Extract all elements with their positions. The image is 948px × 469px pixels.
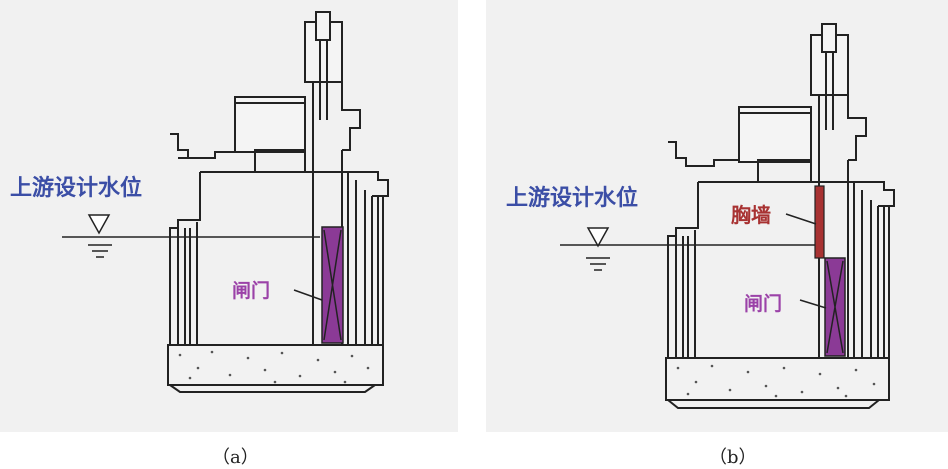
floor-slab xyxy=(167,344,384,386)
gate-label: 闸门 xyxy=(744,292,782,315)
upstream-level-label: 上游设计水位 xyxy=(506,185,638,211)
gate-a xyxy=(321,226,344,344)
sluice-section-drawing-a: 上游设计水位 闸门 xyxy=(10,11,389,393)
caption-b: （b） xyxy=(709,447,757,468)
gate-label: 闸门 xyxy=(232,279,270,302)
deck-slab xyxy=(200,171,389,197)
deck-upstream xyxy=(170,133,235,159)
slab-underside xyxy=(169,384,376,393)
breast-wall-label: 胸墙 xyxy=(731,203,771,227)
hoist-top xyxy=(315,11,331,41)
gate-b xyxy=(824,257,846,357)
gate-leader-line xyxy=(799,299,827,309)
machine-base xyxy=(757,159,812,183)
gate-leader-line xyxy=(293,289,323,301)
upstream-wall xyxy=(667,182,699,358)
control-house xyxy=(738,106,812,163)
caption-a: （a） xyxy=(212,447,259,468)
diagram-panel-b: 上游设计水位 胸墙 闸门 xyxy=(486,0,948,432)
deck-slab xyxy=(698,181,895,207)
breast-wall-leader-line xyxy=(785,213,817,225)
upstream-level-label: 上游设计水位 xyxy=(10,175,142,201)
control-house xyxy=(234,96,306,153)
water-level-symbol xyxy=(87,214,112,258)
diagram-panel-a: 上游设计水位 闸门 xyxy=(0,0,458,432)
floor-slab xyxy=(665,357,890,401)
slab-underside xyxy=(667,399,880,409)
breast-wall xyxy=(814,185,825,259)
sluice-section-drawing-b: 上游设计水位 胸墙 闸门 xyxy=(506,23,895,409)
water-level-symbol xyxy=(586,227,610,271)
machine-base xyxy=(254,149,306,173)
upstream-wall xyxy=(169,172,201,345)
hoist-top xyxy=(821,23,837,53)
deck-upstream xyxy=(668,141,739,167)
